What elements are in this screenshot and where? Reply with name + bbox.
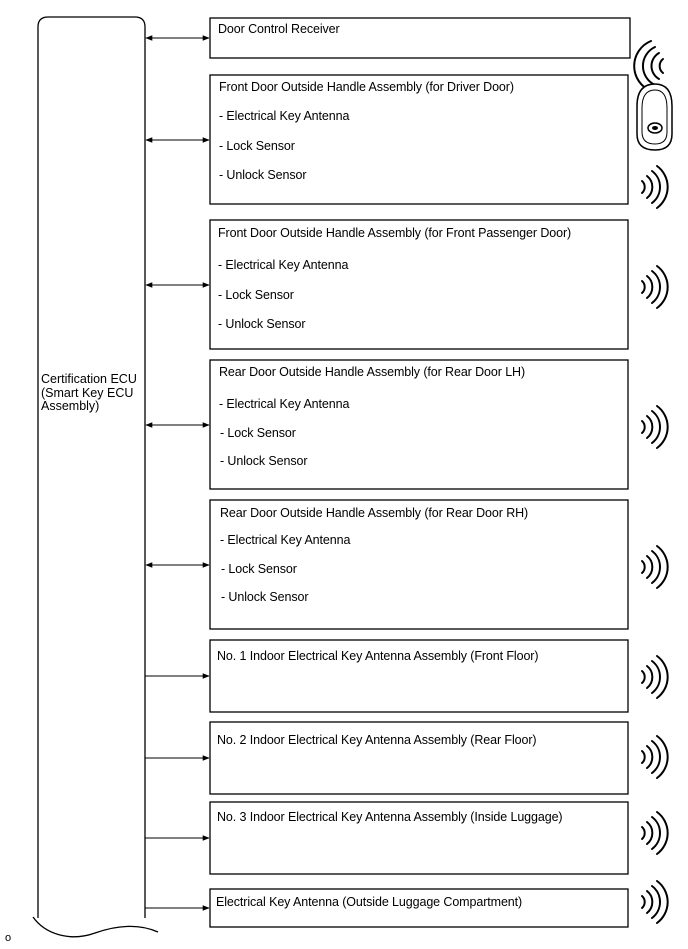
- box-rear-door-rh: [209, 499, 629, 630]
- radio-wave-icon: [641, 880, 669, 924]
- box-item: - Electrical Key Antenna: [220, 533, 351, 547]
- box-title: Rear Door Outside Handle Assembly (for R…: [220, 506, 529, 520]
- certification-ecu-label: Certification ECU (Smart Key ECU Assembl…: [41, 372, 137, 414]
- box-title: No. 2 Indoor Electrical Key Antenna Asse…: [217, 733, 537, 747]
- box-item: - Electrical Key Antenna: [219, 109, 350, 123]
- smart-key-fob-icon: [636, 83, 673, 151]
- box-item: - Lock Sensor: [218, 288, 294, 302]
- box-item: - Unlock Sensor: [219, 168, 307, 182]
- radio-wave-icon: [641, 811, 669, 855]
- box-door-control-receiver: [209, 17, 631, 59]
- box-indoor-antenna-3: [209, 801, 629, 875]
- box-outside-luggage-antenna: [209, 888, 629, 928]
- radio-wave-icon: [641, 165, 669, 209]
- box-title: Rear Door Outside Handle Assembly (for R…: [219, 365, 526, 379]
- ecu-label-line: (Smart Key ECU: [41, 385, 134, 400]
- box-title: No. 1 Indoor Electrical Key Antenna Asse…: [217, 649, 539, 663]
- box-item: - Lock Sensor: [220, 426, 296, 440]
- box-title: Door Control Receiver: [218, 22, 340, 36]
- box-front-door-passenger: [209, 219, 629, 350]
- corner-mark: o: [5, 932, 12, 944]
- ecu-label-line: Assembly): [41, 399, 100, 413]
- radio-wave-icon: [641, 545, 669, 589]
- box-title: Front Door Outside Handle Assembly (for …: [219, 80, 514, 94]
- radio-wave-icon: [641, 265, 669, 309]
- box-item: - Electrical Key Antenna: [218, 258, 349, 272]
- certification-ecu-block: [37, 16, 146, 918]
- ecu-label-line: Certification ECU: [41, 372, 137, 386]
- box-item: - Unlock Sensor: [220, 454, 308, 468]
- radio-wave-icon: [641, 735, 669, 779]
- box-title: No. 3 Indoor Electrical Key Antenna Asse…: [217, 810, 563, 824]
- box-item: - Electrical Key Antenna: [219, 397, 350, 411]
- box-front-door-driver: [209, 74, 629, 205]
- box-item: - Lock Sensor: [219, 139, 295, 153]
- box-item: - Lock Sensor: [221, 562, 297, 576]
- ecu-break-line: [32, 916, 159, 938]
- box-title: Electrical Key Antenna (Outside Luggage …: [216, 895, 523, 909]
- box-item: - Unlock Sensor: [221, 590, 309, 604]
- radio-wave-icon: [633, 40, 664, 92]
- radio-wave-icon: [641, 405, 669, 449]
- box-rear-door-lh: [209, 359, 629, 490]
- box-title: Front Door Outside Handle Assembly (for …: [218, 226, 572, 240]
- box-indoor-antenna-1: [209, 639, 629, 713]
- radio-wave-icon: [641, 655, 669, 699]
- box-item: - Unlock Sensor: [218, 317, 306, 331]
- box-indoor-antenna-2: [209, 721, 629, 795]
